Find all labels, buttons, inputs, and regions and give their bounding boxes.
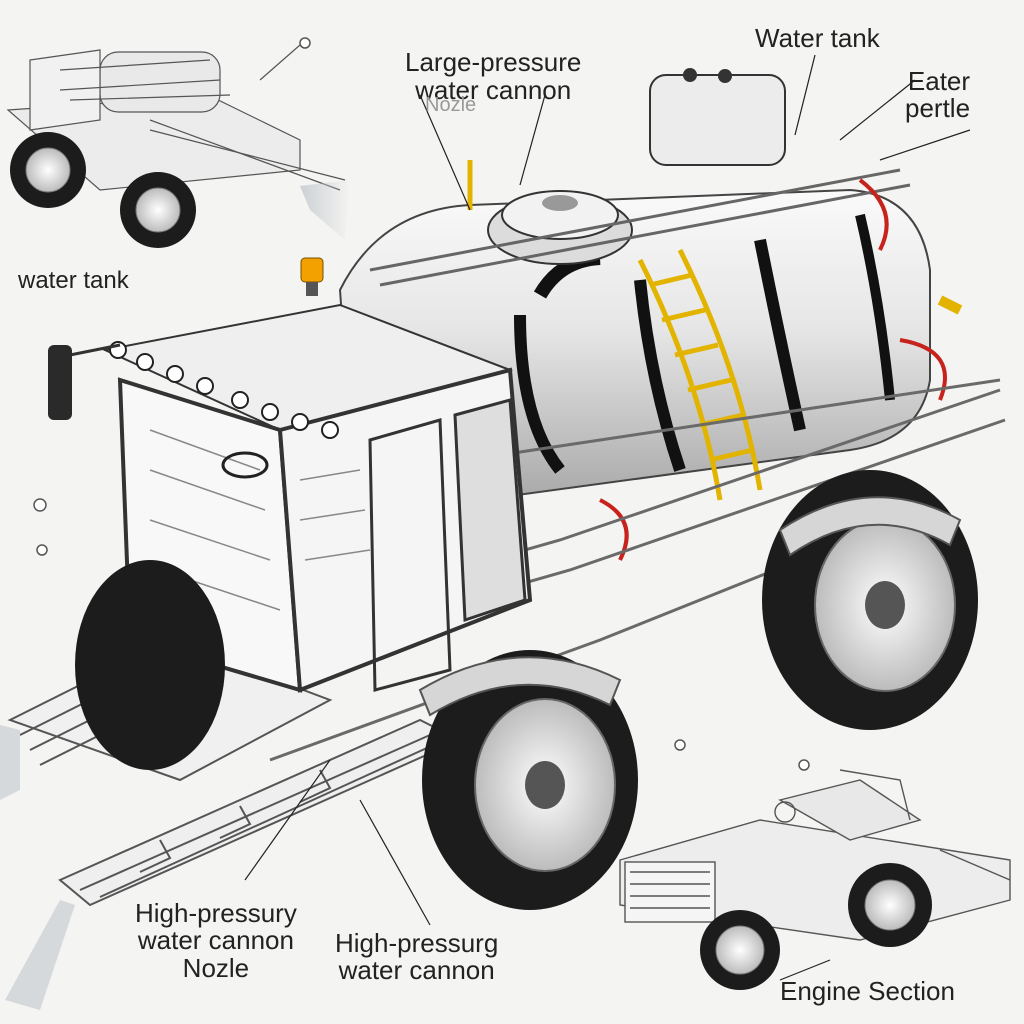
boom-spray-lower [5, 900, 75, 1010]
small-sprayer-wheel-front [10, 132, 86, 208]
label-large-pressure-water-cannon: Large-pressure water cannon [405, 22, 581, 104]
label-eater-pertle: Eater pertle [905, 66, 971, 124]
steering-wheel-icon [221, 451, 269, 479]
boom-spray-left [0, 725, 20, 800]
label-large-pressure-water-cannon-text: Large-pressure water cannon [405, 47, 582, 105]
label-high-pressure-nozzle: High-pressury water cannon Nozle [135, 898, 297, 983]
label-engine-section: Engine Section [780, 976, 955, 1006]
label-nozzle-faint: Nozle [425, 94, 477, 116]
wheel-front-left [75, 560, 225, 770]
label-water-tank-top: Water tank [755, 23, 880, 53]
upper-reservoir [649, 68, 786, 166]
engine-sketch-wheel-rear [848, 863, 932, 947]
small-sprayer-wheel-rear [120, 172, 196, 248]
fender [418, 496, 962, 717]
beacon-light-icon [300, 257, 324, 296]
engine-sketch-wheel-front [700, 910, 780, 990]
ladder-icon [637, 248, 763, 501]
label-water-tank-left: water tank [18, 267, 129, 294]
callout-dots [33, 37, 810, 771]
label-high-pressure-cannon: High-pressurg water cannon [335, 928, 499, 986]
top-rail [369, 168, 911, 287]
wheel-front-right [422, 650, 638, 910]
leader-lines [244, 54, 971, 981]
engine-section-sketch [619, 769, 1011, 941]
tank-hatch [487, 190, 633, 265]
mirror-icon [48, 343, 121, 420]
